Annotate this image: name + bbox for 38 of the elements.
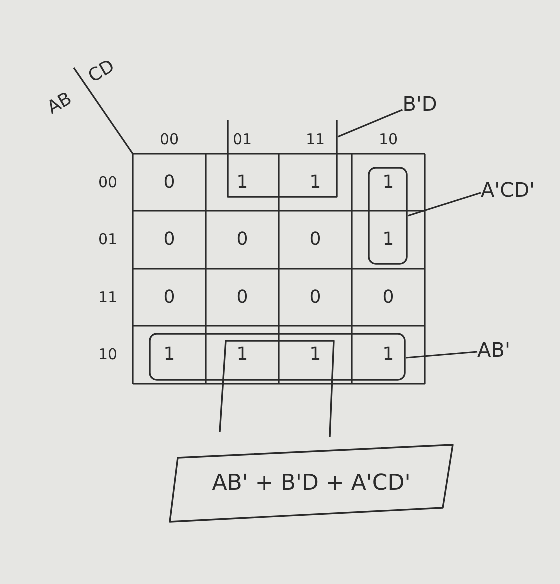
grouping-loop <box>368 167 408 265</box>
term-label: A'CD' <box>480 180 536 200</box>
expression-box <box>169 444 454 523</box>
cell-value: 1 <box>382 346 394 364</box>
cell-value: 1 <box>236 174 248 192</box>
cell-value: 0 <box>236 288 248 306</box>
row-header: 11 <box>98 290 118 305</box>
row-variables-label: AB <box>44 90 76 118</box>
cell-value: 1 <box>236 346 248 364</box>
column-header: 00 <box>160 132 180 148</box>
row-header: 00 <box>98 175 118 190</box>
grouping-loop <box>219 340 335 438</box>
cell-value: 0 <box>164 288 176 306</box>
cell-value: 1 <box>310 174 322 192</box>
cell-value: 1 <box>382 231 394 249</box>
boolean-expression: AB' + B'D + A'CD' <box>212 472 411 494</box>
cell-value: 0 <box>164 174 176 192</box>
cell-value: 0 <box>310 288 322 306</box>
leader-line <box>406 351 478 359</box>
leader-line <box>338 109 403 138</box>
cell-value: 1 <box>382 174 394 192</box>
row-header: 01 <box>98 232 118 248</box>
cell-value: 0 <box>164 231 176 249</box>
term-label: B'D <box>402 94 438 114</box>
column-header: 10 <box>378 132 398 148</box>
row-header: 10 <box>98 348 118 362</box>
column-header: 01 <box>232 132 252 148</box>
cell-value: 1 <box>164 346 176 364</box>
grouping-loop <box>227 119 338 198</box>
cell-value: 0 <box>310 231 322 249</box>
grouping-loop <box>149 333 406 381</box>
cell-value: 1 <box>310 346 322 364</box>
term-label: AB' <box>478 340 510 360</box>
cell-value: 0 <box>236 231 248 249</box>
column-header: 11 <box>306 132 326 148</box>
cell-value: 0 <box>382 288 394 306</box>
leader-line <box>408 192 482 217</box>
column-variables-label: CD <box>86 58 118 86</box>
